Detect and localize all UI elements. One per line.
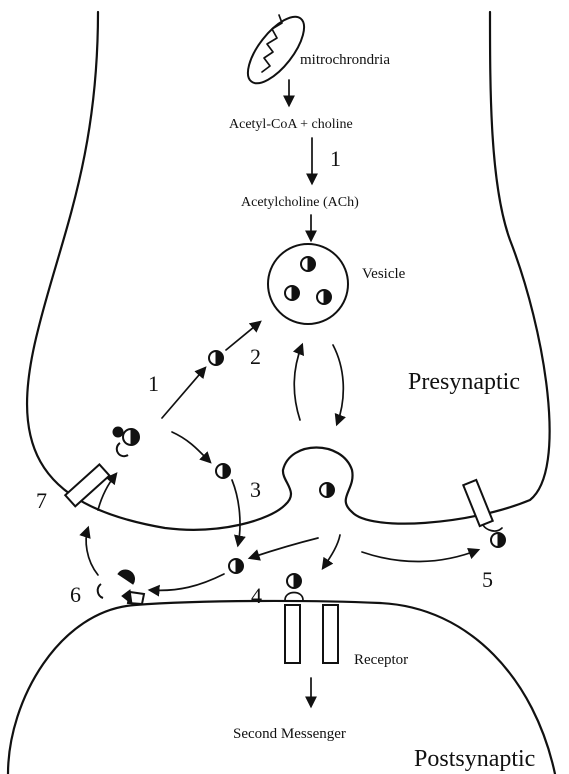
acetate-fragment-icon	[98, 584, 144, 604]
autoreceptor-icon	[463, 480, 502, 531]
ach-molecule-icon	[301, 257, 315, 271]
arrow-to-autoreceptor	[362, 550, 478, 562]
step-1-synthesis: 1	[330, 146, 341, 171]
receptor-icon	[285, 605, 338, 663]
acetyl-coa-label: Acetyl-CoA + choline	[229, 117, 353, 132]
arrow-breakdown	[150, 574, 224, 590]
receptor-label: Receptor	[354, 652, 408, 668]
step-2-packaging: 2	[250, 344, 261, 369]
acetylcholine-label: Acetylcholine (ACh)	[241, 195, 359, 210]
ach-molecule-icon	[317, 290, 331, 304]
step-3-release: 3	[250, 477, 261, 502]
arrow-to-hydrolysis	[250, 538, 318, 558]
step-1-reuptake: 1	[148, 371, 159, 396]
ach-molecule-icon	[491, 533, 505, 547]
presynaptic-label: Presynaptic	[408, 369, 520, 395]
arrow-to-packaging	[162, 368, 205, 418]
arrow-vesicle-fusion	[333, 345, 343, 424]
step-4-hydrolysis: 4	[251, 583, 262, 608]
arrow-choline-recovery	[86, 528, 98, 575]
postsynaptic-label: Postsynaptic	[414, 746, 535, 772]
step-6-breakdown: 6	[70, 582, 81, 607]
ach-molecule-icon	[229, 559, 243, 573]
ach-molecule-icon	[209, 351, 223, 365]
choline-fragment-icon	[118, 570, 135, 584]
arrow-release	[232, 480, 240, 545]
ach-molecule-icon	[285, 286, 299, 300]
choline-transporter-molecule-icon	[113, 427, 139, 456]
vesicle	[268, 244, 348, 324]
arrow-to-release	[172, 432, 210, 462]
second-messenger-label: Second Messenger	[233, 726, 346, 742]
step-5-autoreceptor: 5	[482, 567, 493, 592]
step-7-choline-transport: 7	[36, 488, 47, 513]
choline-transporter-icon	[65, 464, 109, 506]
receptor-binding-site-icon	[285, 593, 303, 601]
arrow-vesicle-recycle	[294, 345, 302, 420]
ach-molecule-icon	[216, 464, 230, 478]
mitochondria-label: mitrochrondria	[300, 52, 390, 68]
arrow-to-receptor	[323, 535, 340, 568]
ach-molecule-icon	[320, 483, 334, 497]
vesicle-label: Vesicle	[362, 266, 406, 282]
mitochondria-icon	[238, 8, 314, 92]
ach-molecule-icon	[287, 574, 301, 588]
